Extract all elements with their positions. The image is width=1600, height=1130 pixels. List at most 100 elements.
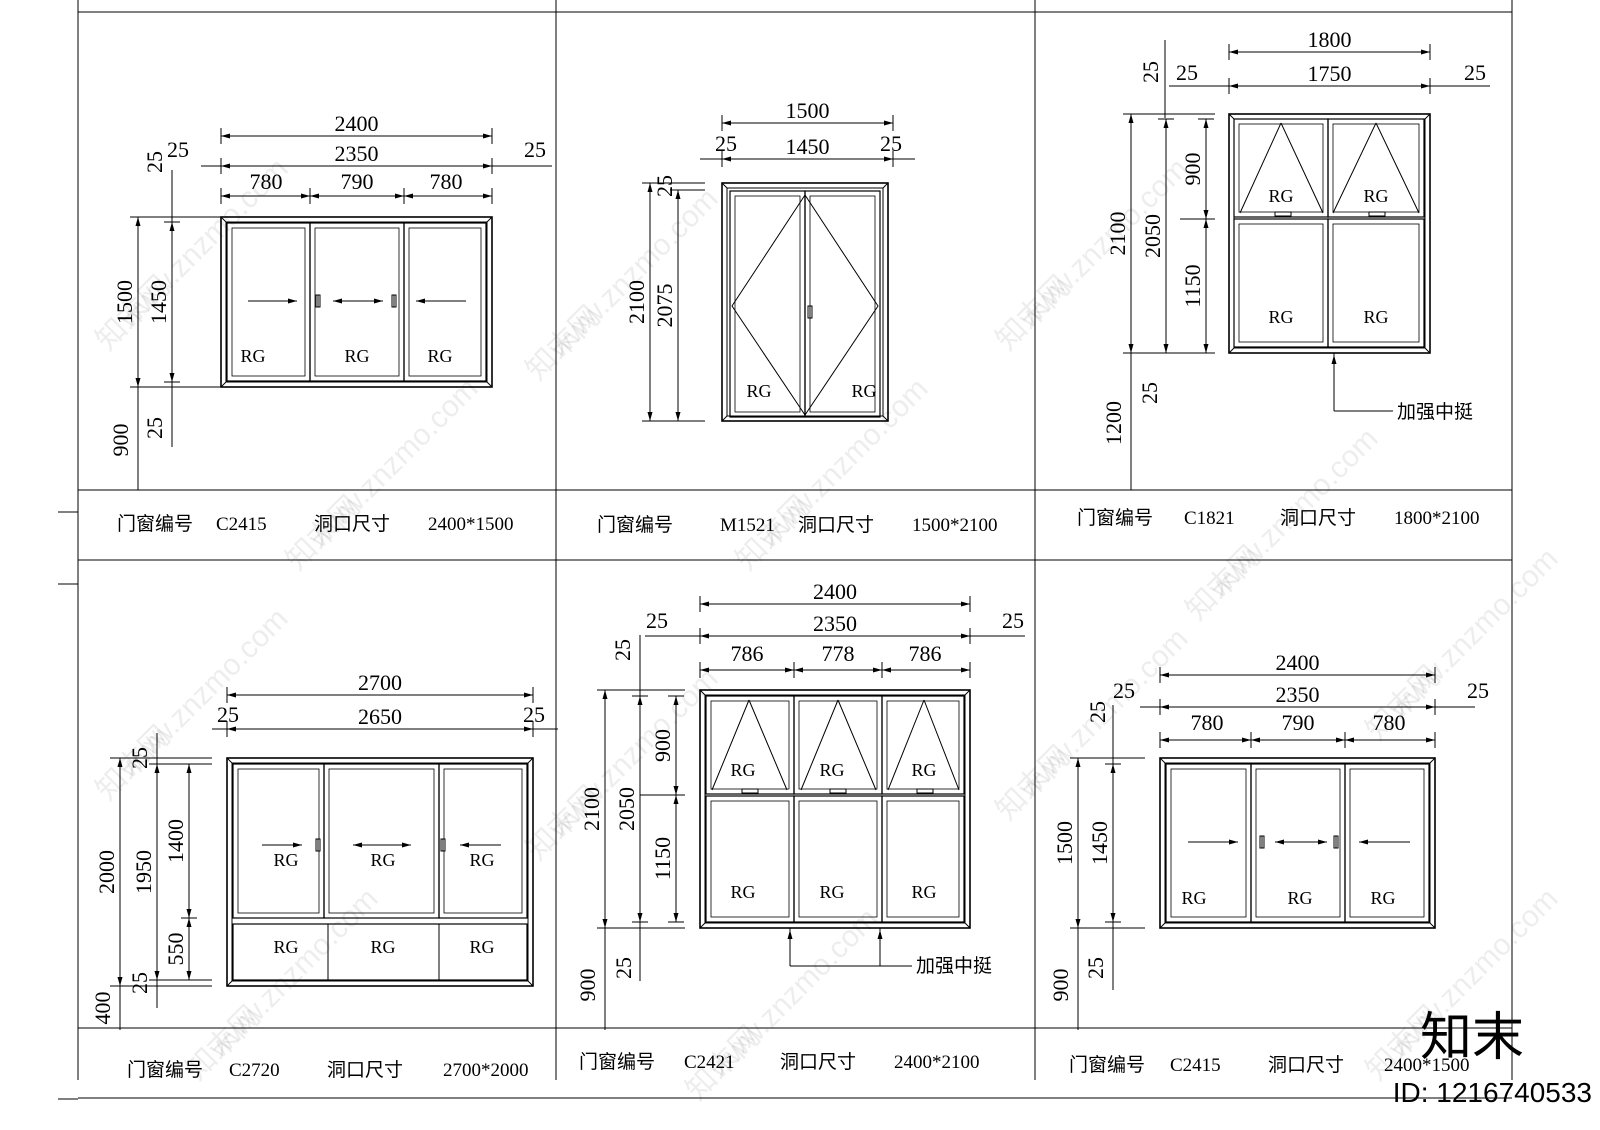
dimension-label: 2400 <box>1276 650 1320 675</box>
dimension-label: 25 <box>1137 382 1162 404</box>
glass-label: RG <box>1370 888 1395 908</box>
watermark-brand: 知末网 <box>1180 540 1267 627</box>
glass-label: RG <box>730 882 755 902</box>
glass-label: RG <box>819 882 844 902</box>
opening-size-label: 洞口尺寸 <box>327 1059 403 1081</box>
dimension-label: 790 <box>1282 710 1315 735</box>
dimension-label: 25 <box>610 639 635 661</box>
dimension-label: 25 <box>1083 957 1108 979</box>
dimension-label: 25 <box>1176 60 1198 85</box>
window-code: C2415 <box>216 514 267 535</box>
dimension-label: 900 <box>1048 969 1073 1002</box>
dimension-label: 2350 <box>335 141 379 166</box>
dimension-label: 2100 <box>624 280 649 324</box>
dimension-label: 900 <box>108 424 133 457</box>
glass-label: RG <box>1268 186 1293 206</box>
grid-lines <box>58 0 1513 1100</box>
dimension-label: 1450 <box>1087 821 1112 865</box>
dimension-label: 790 <box>341 169 374 194</box>
watermark-brand: 知末网 <box>990 740 1077 827</box>
window-code: C2720 <box>229 1060 280 1081</box>
window-code-label: 门窗编号 <box>579 1051 655 1073</box>
dimension-label: 25 <box>127 972 152 994</box>
glass-label: RG <box>746 381 771 401</box>
glass-label: RG <box>240 346 265 366</box>
opening-size-label: 洞口尺寸 <box>314 513 390 535</box>
dimension-label: 780 <box>250 169 283 194</box>
dimension-label: 25 <box>167 137 189 162</box>
glass-label: RG <box>370 937 395 957</box>
dimension-label: 1450 <box>786 134 830 159</box>
dimension-label: 2000 <box>94 850 119 894</box>
dimension-label: 2050 <box>1140 214 1165 258</box>
opening-size: 1500*2100 <box>912 515 998 536</box>
window-code-label: 门窗编号 <box>1069 1054 1145 1076</box>
window-code-label: 门窗编号 <box>1077 507 1153 529</box>
dimension-label: 900 <box>1180 153 1205 186</box>
dimension-label: 2400 <box>335 111 379 136</box>
dimension-label: 25 <box>142 151 167 173</box>
dimension-label: 1450 <box>146 280 171 324</box>
watermark-brand: 知末网 <box>90 720 177 807</box>
dimension-label: 25 <box>127 747 152 769</box>
dimension-label: 2350 <box>1276 682 1320 707</box>
dimension-label: 900 <box>650 729 675 762</box>
opening-size-label: 洞口尺寸 <box>798 514 874 536</box>
window-code-label: 门窗编号 <box>597 514 673 536</box>
dimension-label: 25 <box>217 702 239 727</box>
dimension-label: 1150 <box>1180 264 1205 307</box>
opening-size: 2400*1500 <box>428 514 514 535</box>
dimension-label: 1750 <box>1308 61 1352 86</box>
glass-label: RG <box>911 760 936 780</box>
window-code: C2415 <box>1170 1055 1221 1076</box>
window-code-label: 门窗编号 <box>127 1059 203 1081</box>
window-code: M1521 <box>720 515 775 536</box>
dimension-label: 2650 <box>358 704 402 729</box>
dimension-label: 1500 <box>112 280 137 324</box>
glass-label: RG <box>1363 186 1388 206</box>
dimension-label: 1950 <box>131 850 156 894</box>
window-code: C1821 <box>1184 508 1235 529</box>
glass-label: RG <box>1287 888 1312 908</box>
watermark-brand: 知末网 <box>990 270 1077 357</box>
window-code: C2421 <box>684 1052 735 1073</box>
dimension-label: 1500 <box>1052 821 1077 865</box>
dimension-label: 780 <box>1191 710 1224 735</box>
glass-label: RG <box>1181 888 1206 908</box>
dimension-label: 550 <box>163 933 188 966</box>
glass-label: RG <box>819 760 844 780</box>
dimension-label: 1800 <box>1308 27 1352 52</box>
opening-size: 1800*2100 <box>1394 508 1480 529</box>
dimension-label: 25 <box>652 175 677 197</box>
dimension-label: 2050 <box>614 787 639 831</box>
reinforced-mullion-note: 加强中挺 <box>1397 401 1473 423</box>
dimension-label: 25 <box>142 417 167 439</box>
opening-size: 2400*2100 <box>894 1052 980 1073</box>
dimension-label: 25 <box>880 131 902 156</box>
opening-size-label: 洞口尺寸 <box>1280 507 1356 529</box>
glass-label: RG <box>469 937 494 957</box>
watermark-brand: 知末网 <box>520 300 607 387</box>
glass-label: RG <box>1363 307 1388 327</box>
glass-label: RG <box>911 882 936 902</box>
dimension-label: 25 <box>715 131 737 156</box>
dimension-label: 25 <box>1467 678 1489 703</box>
glass-label: RG <box>344 346 369 366</box>
glass-label: RG <box>469 850 494 870</box>
dimension-label: 1500 <box>786 98 830 123</box>
glass-label: RG <box>851 381 876 401</box>
dimension-label: 400 <box>90 992 115 1025</box>
dimension-label: 25 <box>646 608 668 633</box>
window-code-label: 门窗编号 <box>117 513 193 535</box>
dimension-label: 778 <box>822 641 855 666</box>
opening-size: 2700*2000 <box>443 1060 529 1081</box>
opening-size-label: 洞口尺寸 <box>1268 1054 1344 1076</box>
glass-label: RG <box>1268 307 1293 327</box>
watermark-logo: 知末 <box>1420 1009 1524 1067</box>
